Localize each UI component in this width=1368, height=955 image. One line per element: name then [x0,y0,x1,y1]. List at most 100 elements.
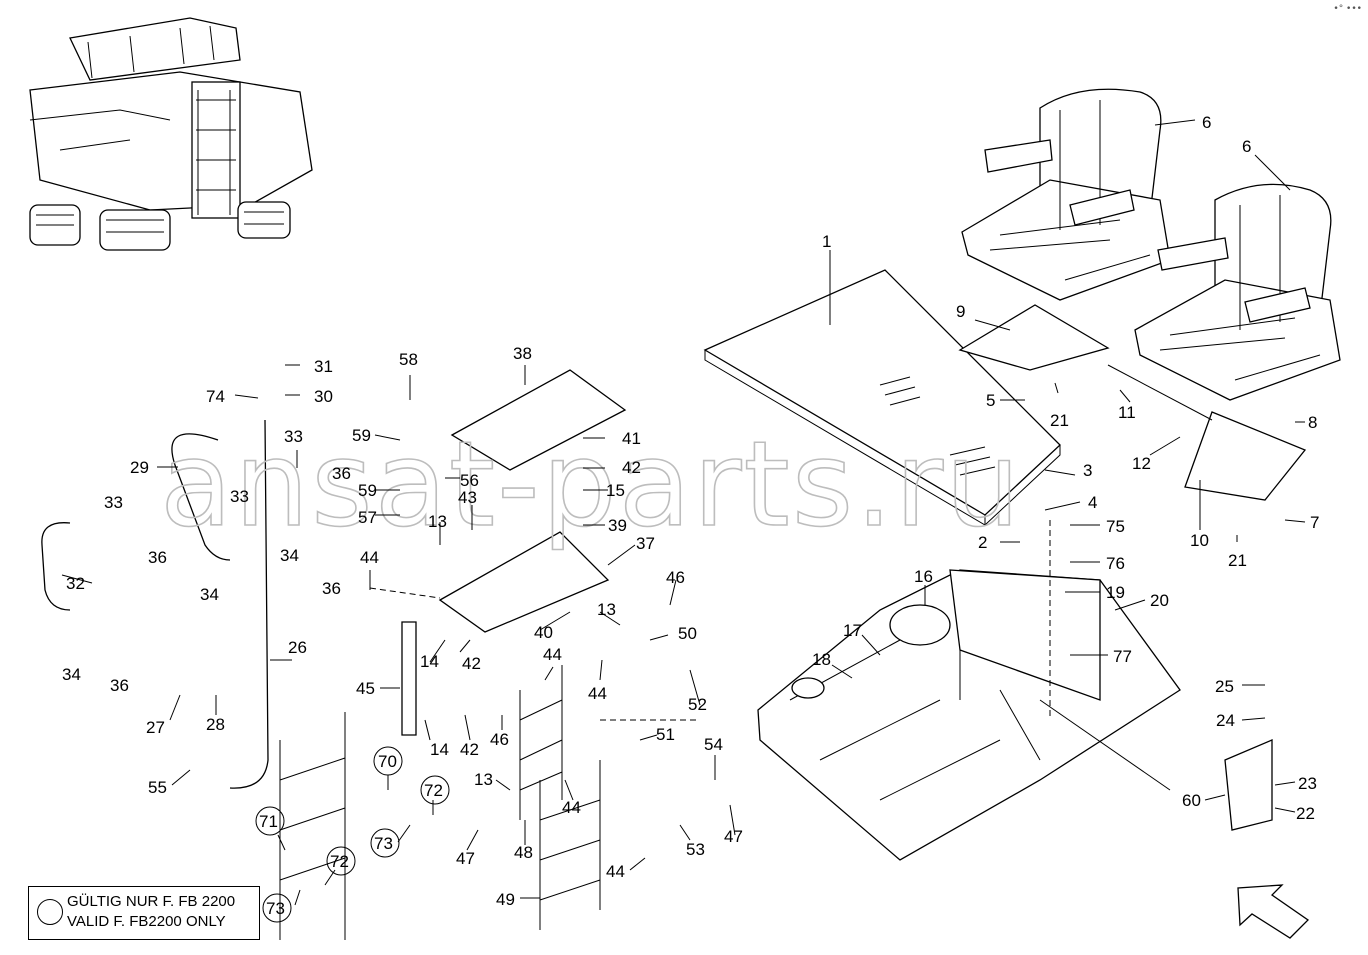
label-47a: 47 [724,827,743,846]
label-6b: 6 [1242,137,1251,156]
seat-bracket-10 [1184,411,1307,501]
label-29: 29 [130,458,149,477]
label-6a: 6 [1202,113,1211,132]
label-43: 43 [458,488,477,507]
note-line-english: VALID F. FB2200 ONLY [67,913,226,930]
watermark: ansat-parts.ru [160,415,1022,553]
label-51: 51 [656,725,675,744]
label-76: 76 [1106,554,1125,573]
ladder-49 [539,760,601,930]
seat-bracket-9 [958,304,1110,371]
handrail-29 [171,433,231,561]
corner-mark: •° ••• [1333,4,1362,14]
label-2: 2 [978,533,987,552]
label-28: 28 [206,715,225,734]
label-77: 77 [1113,647,1132,666]
fb2200-validity-note: GÜLTIG NUR F. FB 2200 VALID F. FB2200 ON… [28,886,260,940]
label-13c: 13 [474,770,493,789]
label-72a: 72 [424,781,443,800]
label-73b: 73 [266,899,285,918]
label-34c: 34 [62,665,81,684]
fb2200-marker-circles [255,746,450,923]
operator-seat-rear [961,88,1171,301]
label-57: 57 [358,508,377,527]
note-line-german: GÜLTIG NUR F. FB 2200 [67,893,236,910]
label-44b: 44 [543,645,562,664]
label-17: 17 [843,621,862,640]
label-70: 70 [378,752,397,771]
label-34b: 34 [200,585,219,604]
label-56: 56 [460,471,479,490]
label-20: 20 [1150,591,1169,610]
label-37: 37 [636,534,655,553]
label-40: 40 [534,623,553,642]
label-18: 18 [812,650,831,669]
bracket-60 [1224,739,1273,831]
label-36d: 36 [110,676,129,695]
label-58: 58 [399,350,418,369]
label-48: 48 [514,843,533,862]
label-23: 23 [1298,774,1317,793]
label-30: 30 [314,387,333,406]
label-41: 41 [622,429,641,448]
frame-base [757,569,1181,861]
grid-38 [450,369,627,471]
label-33b: 33 [230,487,249,506]
label-60: 60 [1182,791,1201,810]
label-52: 52 [688,695,707,714]
label-55: 55 [148,778,167,797]
direction-arrow [1237,884,1310,939]
label-11: 11 [1118,403,1136,422]
label-19: 19 [1106,583,1125,602]
label-44a: 44 [360,548,379,567]
label-59b: 59 [358,481,377,500]
label-15: 15 [606,481,625,500]
label-4: 4 [1088,493,1097,512]
label-32: 32 [66,574,85,593]
machine-overview-thumbnail [29,17,313,251]
label-21a: 21 [1050,411,1069,430]
label-10: 10 [1190,531,1209,550]
label-16: 16 [914,567,933,586]
label-31: 31 [314,357,333,376]
callout-labels: 1 2 3 4 5 6 6 7 8 9 10 11 12 13 13 13 14… [62,113,1319,918]
ladder-48 [519,665,563,820]
label-22: 22 [1296,804,1315,823]
rod-11 [1107,364,1213,421]
handrail-26 [229,419,269,789]
callout-leaders [61,119,1306,906]
label-33a: 33 [284,427,303,446]
label-42c: 42 [460,740,479,759]
assembly-line-1 [369,587,441,599]
label-24: 24 [1216,711,1235,730]
label-49: 49 [496,890,515,909]
handrail-32 [41,522,71,611]
label-36c: 36 [322,579,341,598]
label-72b: 72 [330,852,349,871]
label-14a: 14 [420,652,439,671]
label-1: 1 [822,232,831,251]
label-25: 25 [1215,677,1234,696]
label-39: 39 [608,516,627,535]
label-73a: 73 [374,834,393,853]
label-34a: 34 [280,546,299,565]
label-42a: 42 [622,458,641,477]
floor-plate [703,269,1061,526]
label-14b: 14 [430,740,449,759]
label-3: 3 [1083,461,1092,480]
label-44d: 44 [562,798,581,817]
label-45: 45 [356,679,375,698]
label-75: 75 [1106,517,1125,536]
label-46b: 46 [490,730,509,749]
note-marker-circle [37,899,63,925]
label-21b: 21 [1228,551,1247,570]
step-platform-37 [438,531,610,633]
label-13a: 13 [428,512,447,531]
label-50: 50 [678,624,697,643]
label-44e: 44 [606,862,625,881]
label-74: 74 [206,387,225,406]
label-13b: 13 [597,600,616,619]
label-8: 8 [1308,413,1317,432]
label-33c: 33 [104,493,123,512]
